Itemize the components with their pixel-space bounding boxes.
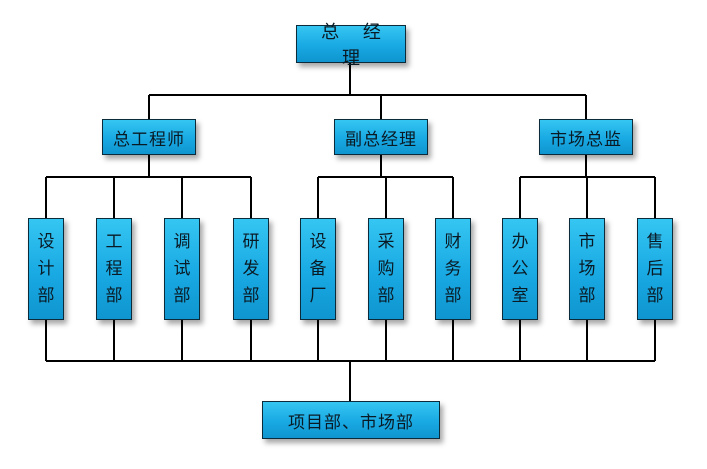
node-label: 副总经理 bbox=[345, 129, 417, 150]
node-project-and-marketing: 项目部、市场部 bbox=[262, 401, 440, 439]
node-label-char: 部 bbox=[105, 285, 123, 306]
node-label-char: 试 bbox=[173, 258, 191, 279]
node-deputy-general-manager: 副总经理 bbox=[334, 119, 428, 155]
node-chief-engineer: 总工程师 bbox=[102, 119, 196, 155]
node-label-char: 部 bbox=[646, 285, 664, 306]
node-label-char: 购 bbox=[377, 258, 395, 279]
node-department: 财务部 bbox=[435, 218, 471, 320]
node-department: 采购部 bbox=[368, 218, 404, 320]
node-label-char: 工 bbox=[105, 231, 123, 252]
node-label-char: 部 bbox=[173, 285, 191, 306]
node-department: 办公室 bbox=[502, 218, 538, 320]
node-label-char: 场 bbox=[578, 258, 596, 279]
node-label-char: 设 bbox=[309, 231, 327, 252]
node-label-char: 厂 bbox=[309, 285, 327, 306]
node-label: 研发部 bbox=[243, 229, 260, 310]
node-label-char: 务 bbox=[444, 258, 462, 279]
node-label-char: 室 bbox=[511, 285, 529, 306]
node-label-char: 部 bbox=[37, 285, 55, 306]
node-label-char: 设 bbox=[37, 231, 55, 252]
node-department: 售后部 bbox=[637, 218, 673, 320]
node-label-char: 采 bbox=[377, 231, 395, 252]
node-label-char: 售 bbox=[646, 231, 664, 252]
node-label-char: 程 bbox=[105, 258, 123, 279]
node-label-char: 备 bbox=[309, 258, 327, 279]
node-label-char: 财 bbox=[444, 231, 462, 252]
node-label: 办公室 bbox=[512, 229, 529, 310]
node-department: 研发部 bbox=[233, 218, 269, 320]
node-department: 设备厂 bbox=[300, 218, 336, 320]
node-label-char: 计 bbox=[37, 258, 55, 279]
node-label-char: 发 bbox=[242, 258, 260, 279]
node-label-char: 公 bbox=[511, 258, 529, 279]
node-label: 售后部 bbox=[647, 229, 664, 310]
node-label-char: 部 bbox=[242, 285, 260, 306]
node-label: 市场部 bbox=[579, 229, 596, 310]
node-label: 总 经 理 bbox=[321, 22, 390, 69]
node-label: 采购部 bbox=[378, 229, 395, 310]
node-label: 总工程师 bbox=[113, 129, 185, 150]
node-label-char: 市 bbox=[578, 231, 596, 252]
node-general-manager: 总 经 理 bbox=[296, 22, 406, 69]
node-label: 设计部 bbox=[38, 229, 55, 310]
node-department: 调试部 bbox=[164, 218, 200, 320]
node-label: 设备厂 bbox=[310, 229, 327, 310]
node-department: 市场部 bbox=[569, 218, 605, 320]
node-label: 财务部 bbox=[445, 229, 462, 310]
node-label-char: 部 bbox=[578, 285, 596, 306]
node-label: 调试部 bbox=[174, 229, 191, 310]
node-label: 市场总监 bbox=[550, 129, 622, 150]
node-label: 工程部 bbox=[106, 229, 123, 310]
node-department: 工程部 bbox=[96, 218, 132, 320]
node-department: 设计部 bbox=[28, 218, 64, 320]
node-label-char: 部 bbox=[377, 285, 395, 306]
node-label-char: 调 bbox=[173, 231, 191, 252]
node-label-char: 后 bbox=[646, 258, 664, 279]
node-label-char: 部 bbox=[444, 285, 462, 306]
node-label: 项目部、市场部 bbox=[288, 412, 414, 433]
node-label-char: 办 bbox=[511, 231, 529, 252]
node-label-char: 研 bbox=[242, 231, 260, 252]
node-marketing-director: 市场总监 bbox=[539, 119, 633, 155]
